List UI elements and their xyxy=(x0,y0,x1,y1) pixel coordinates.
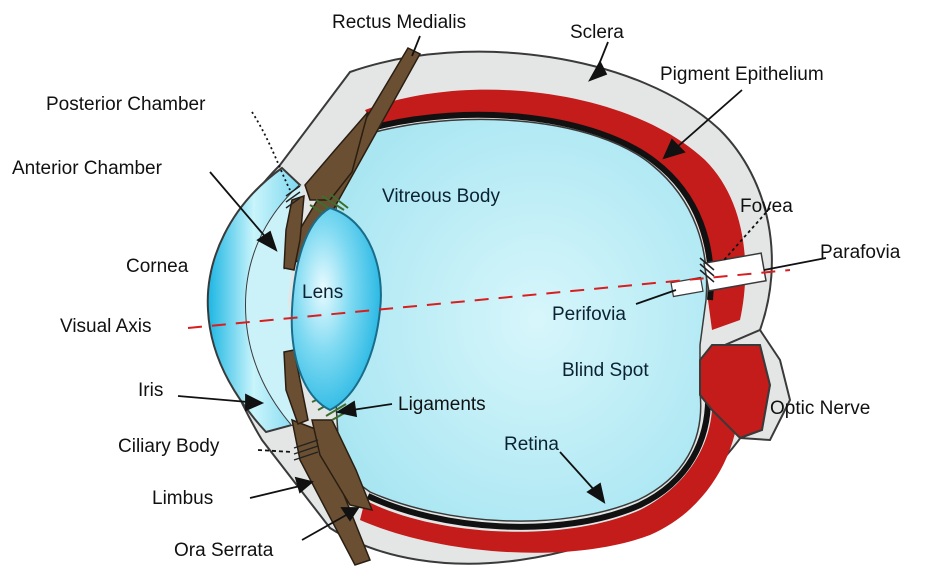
leader-parafovia xyxy=(764,258,826,270)
label-visual-axis: Visual Axis xyxy=(60,316,152,337)
label-rectus-medialis: Rectus Medialis xyxy=(332,12,466,33)
label-posterior-chamber: Posterior Chamber xyxy=(46,94,206,115)
leader-limbus xyxy=(250,486,300,498)
label-retina: Retina xyxy=(504,434,559,455)
label-ora-serrata: Ora Serrata xyxy=(174,540,274,561)
label-ligaments: Ligaments xyxy=(398,394,486,415)
label-iris: Iris xyxy=(138,380,163,401)
label-cornea: Cornea xyxy=(126,256,189,277)
vitreous-body xyxy=(330,119,707,521)
label-optic-nerve: Optic Nerve xyxy=(770,398,870,419)
label-ciliary-body: Ciliary Body xyxy=(118,436,220,457)
label-limbus: Limbus xyxy=(152,488,213,509)
label-pigment-epithelium: Pigment Epithelium xyxy=(660,64,824,85)
label-sclera: Sclera xyxy=(570,22,624,43)
label-anterior-chamber: Anterior Chamber xyxy=(12,158,163,179)
label-fovea: Fovea xyxy=(740,196,793,217)
label-parafovia: Parafovia xyxy=(820,242,901,263)
label-blind-spot: Blind Spot xyxy=(562,360,649,381)
label-lens: Lens xyxy=(302,282,343,303)
label-vitreous-body: Vitreous Body xyxy=(382,186,500,207)
label-perifovia: Perifovia xyxy=(552,304,626,325)
